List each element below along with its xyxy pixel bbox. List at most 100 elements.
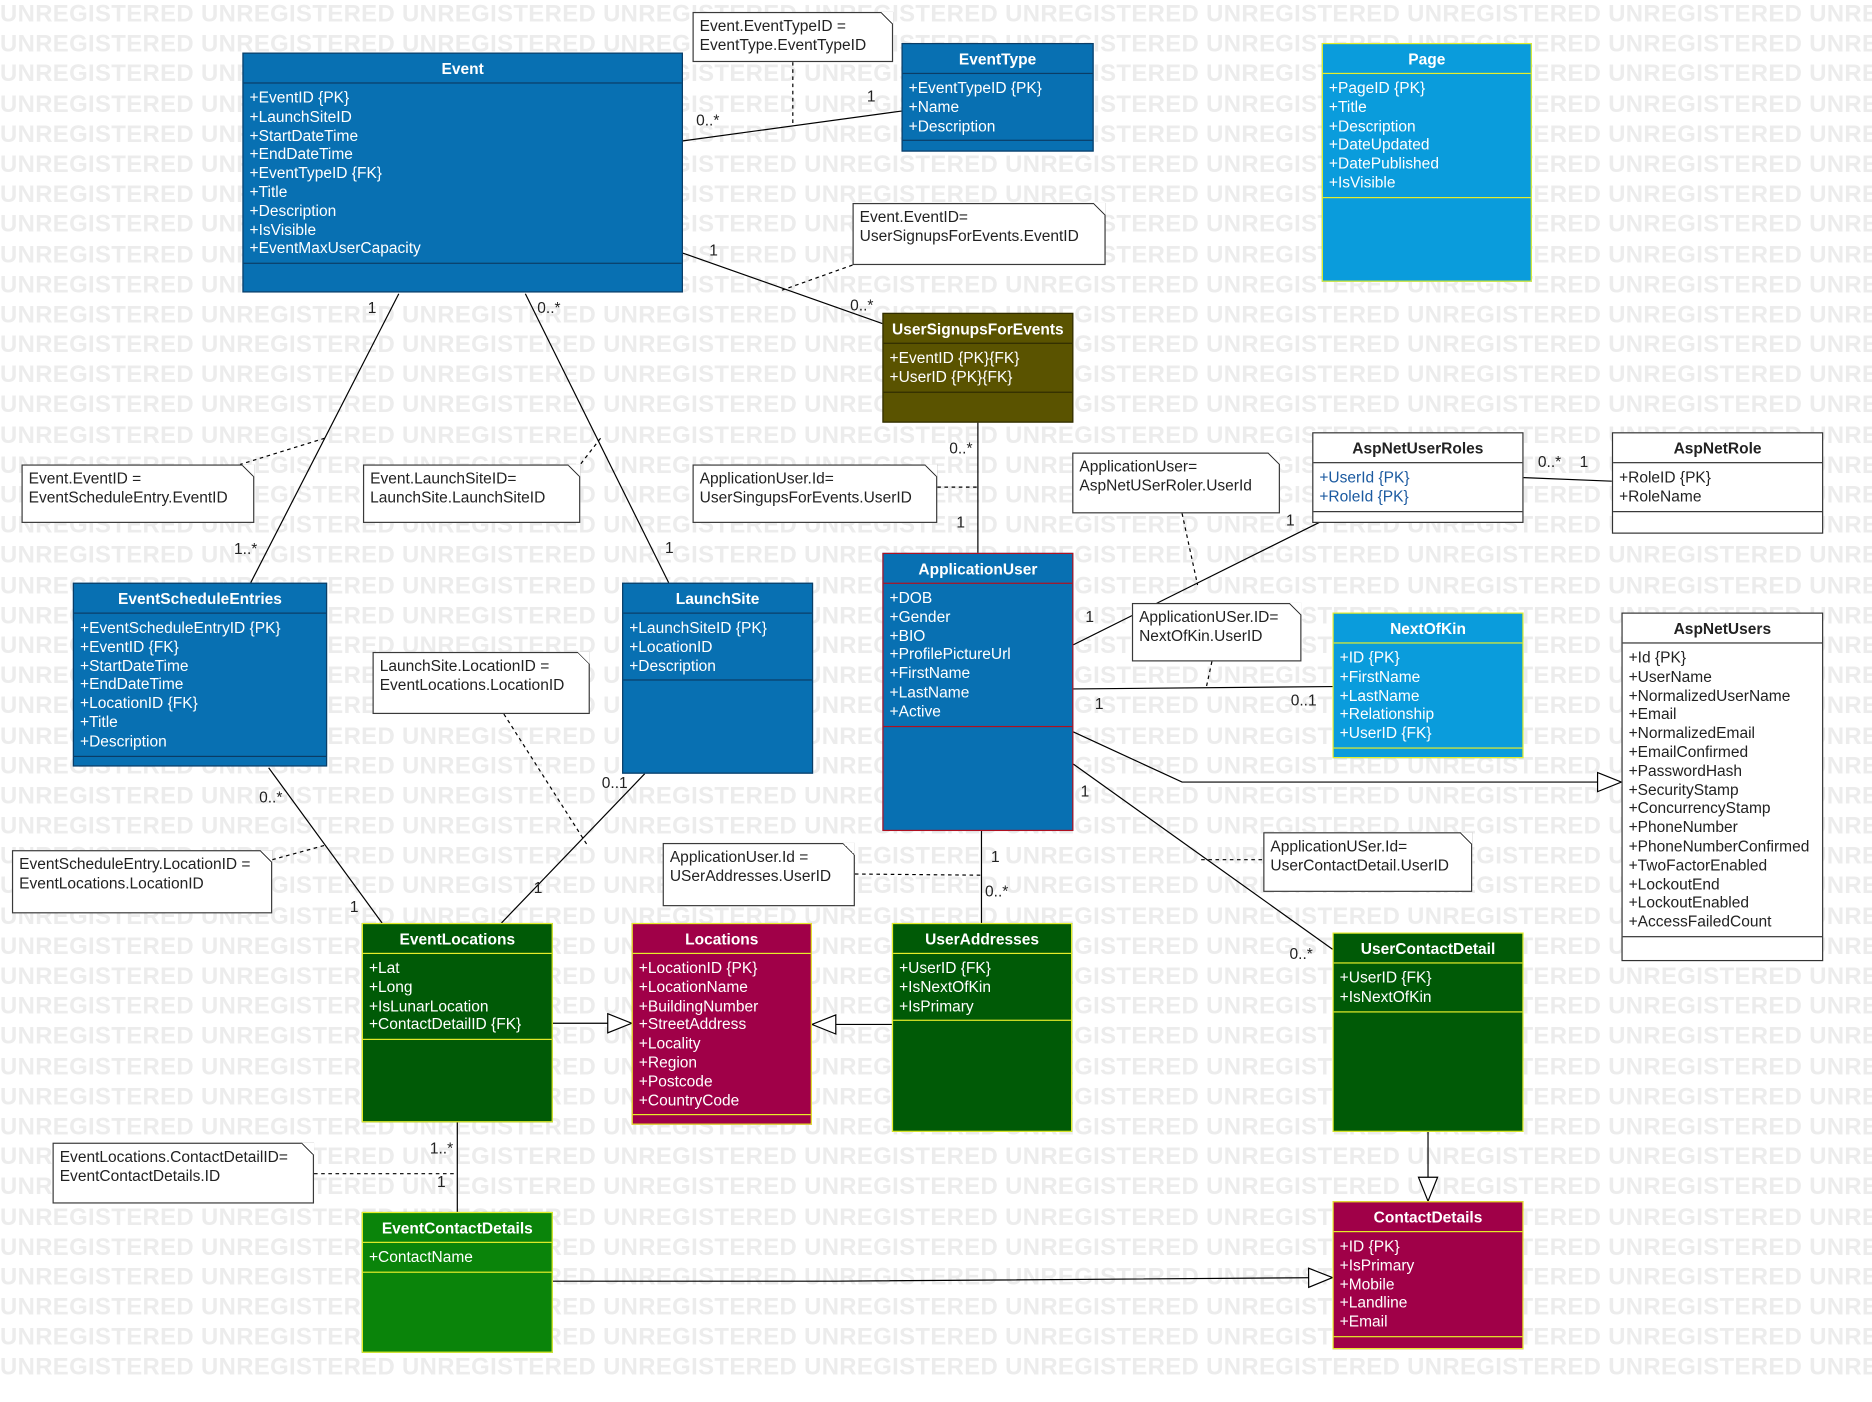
note-line: EventLocations.LocationID <box>19 874 204 892</box>
note-line: ApplicationUser= <box>1079 457 1198 476</box>
note-line: ApplicationUSer.Id= <box>1270 836 1408 855</box>
class-attribute: +EndDateTime <box>249 144 353 163</box>
class-attribute: +Description <box>908 116 996 135</box>
note-line: EventType.EventTypeID <box>699 35 867 54</box>
class-attribute: +Description <box>629 656 716 675</box>
class-attributes: +EventID {PK}+LaunchSiteID+StartDateTime… <box>243 84 682 265</box>
class-attribute: +Region <box>638 1053 698 1071</box>
multiplicity-label: 1 <box>1085 607 1094 626</box>
edge-eventcontact-contactdetails <box>552 1278 1333 1282</box>
class-eventtype[interactable]: EventType +EventTypeID {PK}+Name+Descrip… <box>901 42 1094 152</box>
class-attribute: +EventMaxUserCapacity <box>249 239 421 258</box>
multiplicity-label: 1 <box>349 897 359 916</box>
class-usersignupsforevents[interactable]: UserSignupsForEvents +EventID {PK}{FK}+U… <box>882 312 1074 423</box>
class-aspnetuserroles[interactable]: AspNetUserRoles +UserId {PK}+RoleId {PK} <box>1312 432 1524 523</box>
note-line: LaunchSite.LocationID = <box>379 656 550 675</box>
class-title: Locations <box>632 924 811 955</box>
class-attribute: +Email <box>1339 1312 1388 1331</box>
note-line: Event.EventID= <box>859 207 968 226</box>
multiplicity-label: 1..* <box>234 539 258 558</box>
class-attribute: +BuildingNumber <box>638 996 759 1015</box>
note-eventcontact-join: EventLocations.ContactDetailID=EventCont… <box>52 1142 315 1204</box>
edge-event-eventtype <box>682 110 902 142</box>
multiplicity-label: 1 <box>1579 452 1589 471</box>
watermark-row: UNREGISTERED UNREGISTERED UNREGISTERED U… <box>0 1264 1872 1291</box>
class-applicationuser[interactable]: ApplicationUser +DOB+Gender+BIO+ProfileP… <box>882 552 1074 832</box>
class-launchsite[interactable]: LaunchSite +LaunchSiteID {PK}+LocationID… <box>622 582 814 774</box>
note-schedule-join: Event.EventID =EventScheduleEntry.EventI… <box>21 464 255 523</box>
class-attribute: +Mobile <box>1339 1274 1395 1293</box>
note-launchsite-join: Event.LaunchSiteID=LaunchSite.LaunchSite… <box>362 464 581 523</box>
multiplicity-label: 0..1 <box>1290 691 1317 710</box>
class-attribute: +Description <box>1328 116 1416 135</box>
class-aspnetusers[interactable]: AspNetUsers +Id {PK}+UserName+Normalized… <box>1621 612 1824 962</box>
class-attribute: +FirstName <box>1339 667 1421 686</box>
watermark-row: UNREGISTERED UNREGISTERED UNREGISTERED U… <box>0 843 1872 870</box>
note-appuser-signups-join: ApplicationUser.Id=UserSingupsForEvents.… <box>692 464 938 523</box>
class-nextofkin[interactable]: NextOfKin +ID {PK}+FirstName+LastName+Re… <box>1332 612 1524 759</box>
note-line: ApplicationUser.Id = <box>669 847 809 866</box>
multiplicity-label: 0..* <box>259 788 283 806</box>
class-attribute: +Description <box>79 731 167 750</box>
multiplicity-label: 1..* <box>429 1139 454 1157</box>
class-eventlocations[interactable]: EventLocations +Lat+Long+IsLunarLocation… <box>361 922 553 1123</box>
note-line: AspNetUSerRoler.UserId <box>1079 476 1252 495</box>
edge-event-launchsite <box>524 293 670 583</box>
multiplicity-label: 1 <box>533 878 543 897</box>
class-attribute: +NormalizedEmail <box>1628 723 1755 742</box>
multiplicity-label: 0..* <box>537 298 561 317</box>
class-attribute: +NormalizedUserName <box>1628 686 1791 704</box>
class-attributes: +ID {PK}+FirstName+LastName+Relationship… <box>1333 644 1523 749</box>
class-locations[interactable]: Locations +LocationID {PK}+LocationName+… <box>631 922 812 1125</box>
class-attribute: +ContactDetailID {FK} <box>368 1015 522 1034</box>
class-attribute: +PhoneNumberConfirmed <box>1628 836 1810 855</box>
note-line: Event.LaunchSiteID= <box>370 469 517 488</box>
class-attribute: +LaunchSiteID {PK} <box>629 618 767 637</box>
multiplicity-label: 1 <box>1094 694 1104 713</box>
class-attribute: +EventTypeID {PK} <box>908 78 1042 97</box>
class-attributes: +DOB+Gender+BIO+ProfilePictureUrl+FirstN… <box>883 584 1073 727</box>
class-contactdetails[interactable]: ContactDetails +ID {PK}+IsPrimary+Mobile… <box>1332 1201 1524 1350</box>
class-attribute: +Long <box>368 977 413 996</box>
class-title: UserAddresses <box>893 924 1072 955</box>
class-attribute: +IsNextOfKin <box>899 977 991 996</box>
class-eventcontactdetails[interactable]: EventContactDetails +ContactName <box>361 1211 553 1353</box>
class-attribute: +ProfilePictureUrl <box>889 645 1011 664</box>
class-title: EventContactDetails <box>362 1213 552 1243</box>
class-attribute: +Gender <box>889 607 951 626</box>
class-attributes: +EventTypeID {PK}+Name+Description <box>902 74 1093 142</box>
class-page[interactable]: Page +PageID {PK}+Title+Description+Date… <box>1321 42 1532 282</box>
multiplicity-label: 1 <box>1080 782 1090 800</box>
class-attribute: +RoleID {PK} <box>1619 468 1711 486</box>
class-attribute: +LockoutEnabled <box>1628 893 1750 912</box>
note-line: UserSingupsForEvents.UserID <box>699 488 912 507</box>
class-attribute: +AccessFailedCount <box>1628 912 1772 931</box>
class-attribute: +SecurityStamp <box>1628 780 1739 799</box>
class-attribute: +Title <box>79 712 118 731</box>
class-attribute: +FirstName <box>889 664 971 682</box>
class-usercontactdetail[interactable]: UserContactDetail +UserID {FK}+IsNextOfK… <box>1332 932 1524 1132</box>
note-line: ApplicationUSer.ID= <box>1139 607 1279 626</box>
class-attribute: +LocationID {PK} <box>638 958 758 977</box>
class-attribute: +ConcurrencyStamp <box>1628 799 1771 818</box>
class-attributes: +UserId {PK}+RoleId {PK} <box>1313 463 1523 512</box>
class-attribute: +PageID {PK} <box>1328 78 1426 97</box>
note-line: Event.EventID = <box>28 469 142 488</box>
class-eventscheduleentries[interactable]: EventScheduleEntries +EventScheduleEntry… <box>72 582 328 767</box>
class-attribute: +ID {PK} <box>1339 648 1400 667</box>
class-attribute: +UserID {FK} <box>1339 723 1432 742</box>
multiplicity-label: 0..* <box>696 111 720 129</box>
class-attribute: +UserName <box>1628 667 1712 686</box>
class-attribute: +UserID {FK} <box>1339 968 1432 987</box>
multiplicity-label: 1 <box>991 847 1000 866</box>
note-line: Event.EventTypeID = <box>699 16 846 35</box>
class-title: EventType <box>902 44 1093 75</box>
class-aspnetrole[interactable]: AspNetRole +RoleID {PK}+RoleName <box>1611 432 1824 534</box>
class-attribute: +Email <box>1628 704 1677 723</box>
note-line: LaunchSite.LaunchSiteID <box>370 488 546 507</box>
class-useraddresses[interactable]: UserAddresses +UserID {FK}+IsNextOfKin+I… <box>891 922 1073 1132</box>
multiplicity-label: 0..* <box>1289 944 1313 963</box>
class-title: AspNetUserRoles <box>1313 433 1523 464</box>
class-event[interactable]: Event +EventID {PK}+LaunchSiteID+StartDa… <box>242 52 683 293</box>
class-title: Page <box>1322 44 1531 75</box>
